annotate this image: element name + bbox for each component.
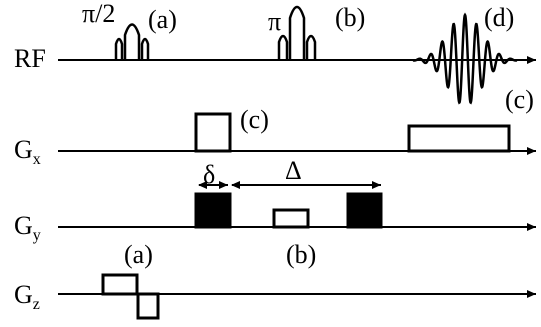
gy-phase-tag: (b): [286, 240, 316, 269]
gx-readout-tag: (c): [505, 85, 534, 114]
rf-echo-signal: [412, 12, 518, 105]
delta-big-label: Δ: [285, 156, 302, 185]
rf-180-tag: (b): [335, 3, 365, 32]
rf-90-tag: (a): [148, 5, 177, 34]
rf-echo-tag: (d): [484, 3, 514, 32]
delta-small-label: δ: [203, 160, 215, 189]
gx-channel: Gx (c) (c): [14, 85, 536, 168]
gy-channel: Gy δ Δ (b): [14, 156, 536, 269]
gx-dephase-lobe: [194, 112, 232, 153]
gz-channel: Gz (a): [14, 240, 536, 320]
rf-180-label: π: [268, 7, 281, 36]
gy-diffusion-lobe-1: [194, 192, 232, 229]
gz-rephase-lobe: [136, 292, 160, 320]
rf-axis-label: RF: [14, 44, 46, 73]
gx-dephase-tag: (c): [240, 105, 269, 134]
gz-axis-label: Gz: [14, 280, 40, 313]
gz-slice-select-lobe: [101, 273, 139, 296]
gy-diffusion-lobe-2: [346, 192, 383, 229]
rf-180-pulse: [277, 5, 317, 60]
rf-channel: RF π/2 (a) π (b) (d): [14, 0, 536, 105]
gx-readout-lobe: [407, 124, 511, 153]
gx-axis-label: Gx: [14, 135, 41, 168]
gy-phase-lobe: [272, 208, 310, 229]
gz-slice-tag: (a): [124, 240, 153, 269]
rf-90-label: π/2: [82, 0, 115, 28]
rf-90-pulse: [114, 23, 150, 60]
gy-axis-label: Gy: [14, 211, 41, 244]
